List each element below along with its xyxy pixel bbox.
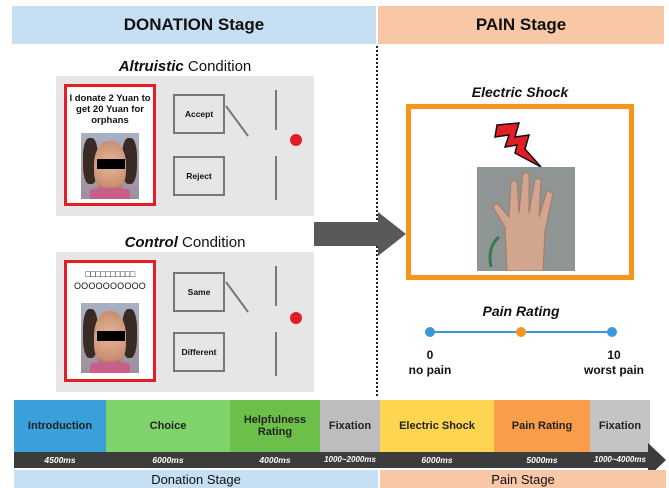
stage-divider: [376, 46, 378, 396]
control-squares: □□□□□□□□□□: [85, 269, 135, 279]
child-photo: [81, 303, 139, 373]
fixation-dot: [290, 134, 302, 146]
time-fixation-2: 1000~4000ms: [594, 455, 646, 464]
time-fixation-1: 1000~2000ms: [324, 455, 376, 464]
choice-slant-line: [225, 105, 249, 137]
shock-display-frame: [406, 104, 634, 280]
pain-rating-title: Pain Rating: [482, 303, 560, 319]
rating-max-label: worst pain: [583, 363, 644, 377]
time-introduction: 4500ms: [44, 455, 76, 465]
altruistic-stimulus-frame: I donate 2 Yuan to get 20 Yuan for orpha…: [64, 84, 156, 206]
control-circles: OOOOOOOOOO: [73, 281, 146, 291]
sequence-electric-shock: Electric Shock: [380, 400, 494, 452]
choice-slant-line: [225, 281, 249, 313]
control-panel: □□□□□□□□□□ OOOOOOOOOO Same Different: [56, 252, 314, 392]
control-choice-diagram: [225, 266, 302, 376]
control-title-rest: Condition: [177, 234, 246, 251]
rating-endpoint-max: [607, 327, 617, 337]
time-choice: 6000ms: [152, 455, 184, 465]
time-helpfulness-rating: 4000ms: [259, 455, 291, 465]
lightning-icon: [494, 122, 542, 168]
sequence-pain-rating: Pain Rating: [494, 400, 590, 452]
reject-option: Reject: [173, 156, 225, 196]
timeline-bar: [14, 452, 650, 468]
altruistic-condition-title: Altruistic Condition: [56, 58, 314, 75]
rating-min: 0 no pain: [398, 348, 462, 378]
time-pain-rating: 5000ms: [526, 455, 558, 465]
donation-stage-footer: Donation Stage: [14, 470, 378, 488]
hand-icon: [477, 167, 575, 271]
control-condition-title: Control Condition: [56, 234, 314, 251]
rating-max: 10 worst pain: [574, 348, 654, 378]
altruistic-title-bold: Altruistic: [118, 58, 184, 75]
stage-transition-arrow: [314, 212, 406, 256]
rating-min-label: no pain: [408, 363, 452, 377]
rating-endpoint-min: [425, 327, 435, 337]
sequence-fixation-1: Fixation: [320, 400, 380, 452]
different-option: Different: [173, 332, 225, 372]
control-title-bold: Control: [124, 234, 178, 251]
child-photo: [81, 133, 139, 199]
altruistic-title-rest: Condition: [183, 58, 252, 75]
pain-stage-footer: Pain Stage: [380, 470, 666, 488]
hand-photo: [477, 167, 575, 271]
sequence-introduction: Introduction: [14, 400, 106, 452]
same-option: Same: [173, 272, 225, 312]
rating-max-value: 10: [607, 348, 621, 362]
sequence-choice: Choice: [106, 400, 230, 452]
pain-stage-header: PAIN Stage: [378, 6, 664, 44]
sequence-helpfulness-rating: Helpfulness Rating: [230, 400, 320, 452]
altruistic-panel: I donate 2 Yuan to get 20 Yuan for orpha…: [56, 76, 314, 216]
time-electric-shock: 6000ms: [421, 455, 453, 465]
accept-option: Accept: [173, 94, 225, 134]
fixation-dot: [290, 312, 302, 324]
sequence-fixation-2: Fixation: [590, 400, 650, 452]
donation-offer-text: I donate 2 Yuan to get 20 Yuan for orpha…: [69, 93, 151, 126]
altruistic-choice-diagram: [225, 90, 302, 200]
rating-marker: [516, 327, 526, 337]
control-stimulus-frame: □□□□□□□□□□ OOOOOOOOOO: [64, 260, 156, 382]
timeline-arrowhead: [648, 443, 666, 477]
rating-min-value: 0: [426, 348, 434, 362]
pain-rating-scale: [425, 327, 617, 337]
electric-shock-title: Electric Shock: [471, 84, 569, 100]
donation-stage-header: DONATION Stage: [12, 6, 376, 44]
